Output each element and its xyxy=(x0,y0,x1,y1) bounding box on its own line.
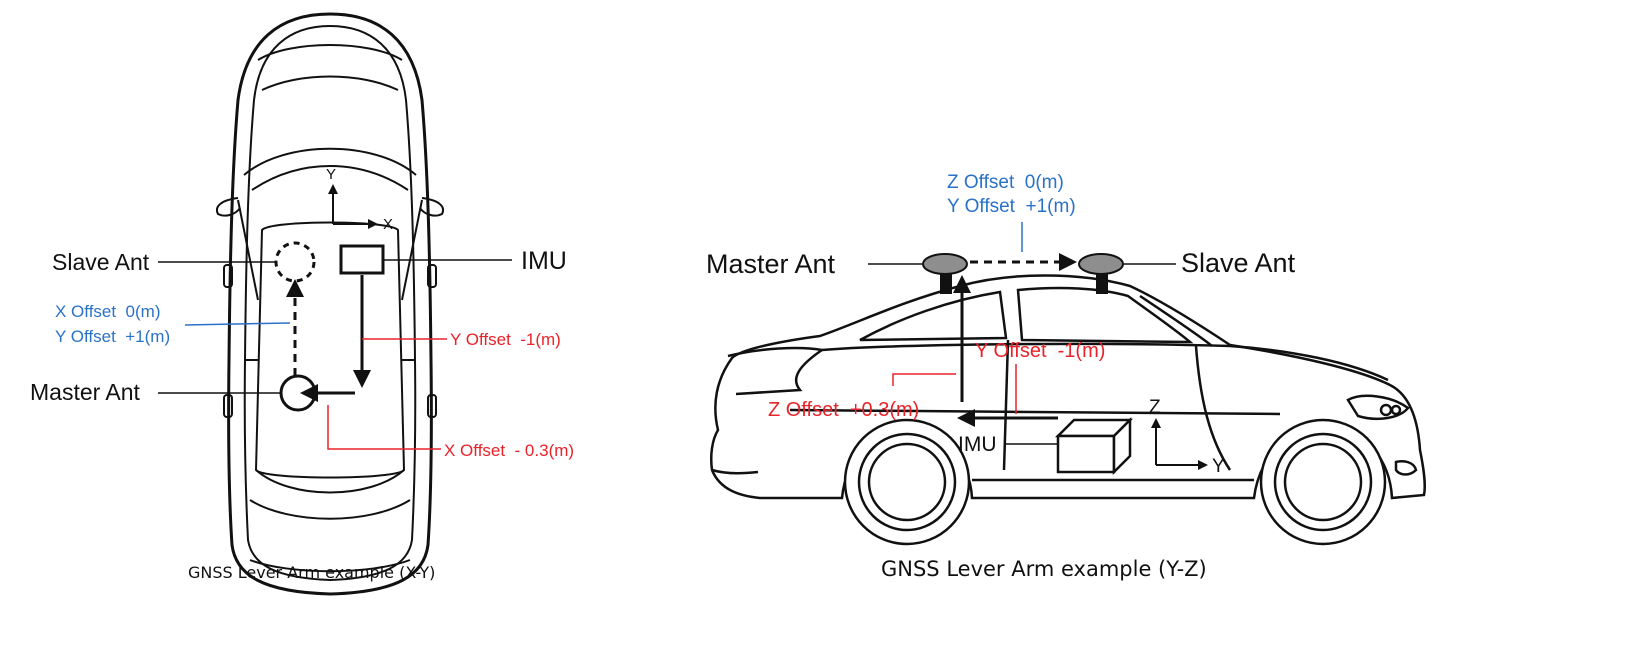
car-side-view-icon xyxy=(710,274,1427,546)
xy-blue-line2: Y Offset +1(m) xyxy=(55,327,170,346)
xy-slave-ant-label: Slave Ant xyxy=(52,249,150,275)
xy-blue-line1: X Offset 0(m) xyxy=(55,302,161,321)
yz-axis-z-label: Z xyxy=(1149,397,1161,418)
xy-caption: GNSS Lever Arm example (X-Y) xyxy=(188,563,435,582)
xy-diagram: Y X Slave Ant Master Ant IMU X Offset 0(… xyxy=(30,12,574,596)
master-antenna-icon xyxy=(922,253,968,294)
yz-red-z-offset-leader xyxy=(892,373,956,386)
yz-imu-label: IMU xyxy=(958,433,997,456)
imu-box-icon xyxy=(1054,416,1134,476)
xy-axis-y-label: Y xyxy=(326,166,336,183)
yz-diagram: Z Y Z Offset 0(m) Y Offset +1(m) Master … xyxy=(706,172,1427,581)
yz-slave-ant-label: Slave Ant xyxy=(1181,248,1296,278)
xy-imu-label: IMU xyxy=(521,247,567,275)
car-top-view-icon xyxy=(216,12,444,596)
imu-marker xyxy=(339,244,385,275)
xy-axes xyxy=(328,184,378,229)
xy-red-x-offset: X Offset - 0.3(m) xyxy=(444,441,574,460)
xy-red-y-offset: Y Offset -1(m) xyxy=(450,330,561,349)
blue-offset-leader xyxy=(184,322,291,326)
slave-antenna-icon xyxy=(1078,253,1124,294)
yz-blue-line1: Z Offset 0(m) xyxy=(947,172,1064,193)
yz-axis-y-label: Y xyxy=(1212,456,1225,477)
red-x-offset-leader xyxy=(327,405,441,450)
yz-caption: GNSS Lever Arm example (Y-Z) xyxy=(881,557,1207,581)
xy-master-ant-label: Master Ant xyxy=(30,379,141,405)
xy-axis-x-label: X xyxy=(383,216,393,233)
yz-red-z-offset: Z Offset +0.3(m) xyxy=(768,399,919,421)
yz-master-ant-label: Master Ant xyxy=(706,249,836,279)
yz-red-y-offset: Y Offset -1(m) xyxy=(975,340,1105,362)
slave-antenna-marker xyxy=(274,241,316,283)
yz-blue-line2: Y Offset +1(m) xyxy=(947,196,1076,217)
